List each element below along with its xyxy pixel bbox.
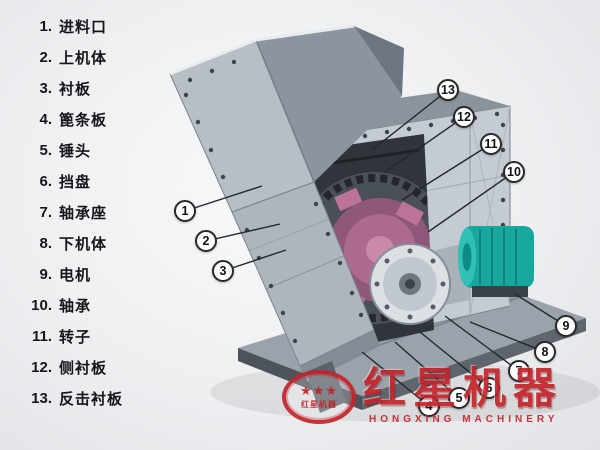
callout-number: 9: [562, 319, 570, 333]
parts-list-item: 6. 挡盘: [20, 166, 123, 197]
parts-list-item: 8. 下机体: [20, 228, 123, 259]
brand-name-en: HONGXING MACHINERY: [369, 414, 559, 425]
hammer-head: [334, 187, 363, 212]
part-label: 侧衬板: [59, 360, 108, 377]
parts-list-item: 4. 篦条板: [20, 104, 123, 135]
leader-lines: [184, 89, 567, 407]
callout-number: 8: [541, 345, 549, 359]
parts-list-item: 13. 反击衬板: [20, 383, 123, 414]
parts-list-item: 11. 转子: [20, 321, 123, 352]
part-number: 8.: [39, 235, 52, 252]
parts-list-item: 10. 轴承: [20, 290, 123, 321]
callout-7: 7: [508, 360, 530, 382]
callout-number: 12: [457, 110, 471, 124]
callout-9: 9: [555, 315, 577, 337]
part-label: 电机: [59, 267, 92, 284]
parts-list-item: 9. 电机: [20, 259, 123, 290]
part-number: 13.: [31, 390, 52, 407]
brand-text: 红星机器 HONGXING MACHINERY: [363, 365, 563, 426]
part-number: 4.: [39, 111, 52, 128]
part-number: 1.: [39, 18, 52, 35]
part-label: 轴承: [59, 298, 92, 315]
callout-number: 3: [219, 264, 227, 278]
part-label: 篦条板: [59, 112, 108, 129]
part-label: 反击衬板: [59, 391, 124, 408]
part-label: 轴承座: [59, 205, 108, 222]
part-number: 3.: [39, 80, 52, 97]
brand-logo: ★★★ 红星机器: [282, 369, 356, 424]
parts-list-item: 7. 轴承座: [20, 197, 123, 228]
parts-list-item: 1. 进料口: [20, 11, 123, 42]
part-label: 锤头: [59, 143, 92, 160]
callout-4: 4: [418, 395, 440, 417]
part-number: 2.: [39, 49, 52, 66]
callout-8: 8: [534, 341, 556, 363]
callout-2: 2: [195, 230, 217, 252]
callout-number: 2: [202, 234, 210, 248]
motor: [458, 226, 534, 297]
logo-small-text: 红星机器: [301, 399, 337, 409]
callout-11: 11: [480, 133, 502, 155]
callout-1: 1: [174, 200, 196, 222]
part-label: 上机体: [59, 50, 108, 67]
part-label: 衬板: [59, 81, 92, 98]
part-label: 进料口: [59, 19, 108, 36]
callout-3: 3: [212, 260, 234, 282]
callout-12: 12: [453, 106, 475, 128]
callout-number: 7: [515, 364, 523, 378]
callout-number: 10: [507, 165, 521, 179]
callout-number: 11: [484, 137, 498, 151]
part-number: 11.: [31, 328, 52, 345]
callout-5: 5: [448, 387, 470, 409]
part-label: 转子: [59, 329, 92, 346]
parts-list: 1. 进料口 2. 上机体 3. 衬板 4. 篦条板 5. 锤头 6. 挡盘 7. 轴承座 8…: [20, 11, 123, 414]
feed-hopper: [169, 24, 404, 213]
part-label: 挡盘: [59, 174, 92, 191]
callout-number: 6: [485, 381, 493, 395]
part-number: 6.: [39, 173, 52, 190]
parts-list-item: 5. 锤头: [20, 135, 123, 166]
parts-list-item: 3. 衬板: [20, 73, 123, 104]
part-number: 12.: [31, 359, 52, 376]
callout-number: 4: [425, 399, 433, 413]
callout-number: 13: [441, 83, 455, 97]
bearing-end-cap: [369, 243, 451, 325]
parts-list-item: 2. 上机体: [20, 42, 123, 73]
part-label: 下机体: [59, 236, 108, 253]
part-number: 10.: [31, 297, 52, 314]
parts-list-item: 12. 侧衬板: [20, 352, 123, 383]
callout-13: 13: [437, 79, 459, 101]
part-number: 7.: [39, 204, 52, 221]
callout-6: 6: [478, 377, 500, 399]
stars-icon: ★★★: [300, 382, 338, 398]
brand-watermark: ★★★ 红星机器 红星机器 HONGXING MACHINERY: [282, 368, 563, 425]
callout-number: 1: [181, 204, 189, 218]
callout-10: 10: [503, 161, 525, 183]
part-number: 9.: [39, 266, 52, 283]
callout-number: 5: [455, 391, 463, 405]
brand-name-cn: 红星机器: [363, 365, 563, 413]
part-number: 5.: [39, 142, 52, 159]
